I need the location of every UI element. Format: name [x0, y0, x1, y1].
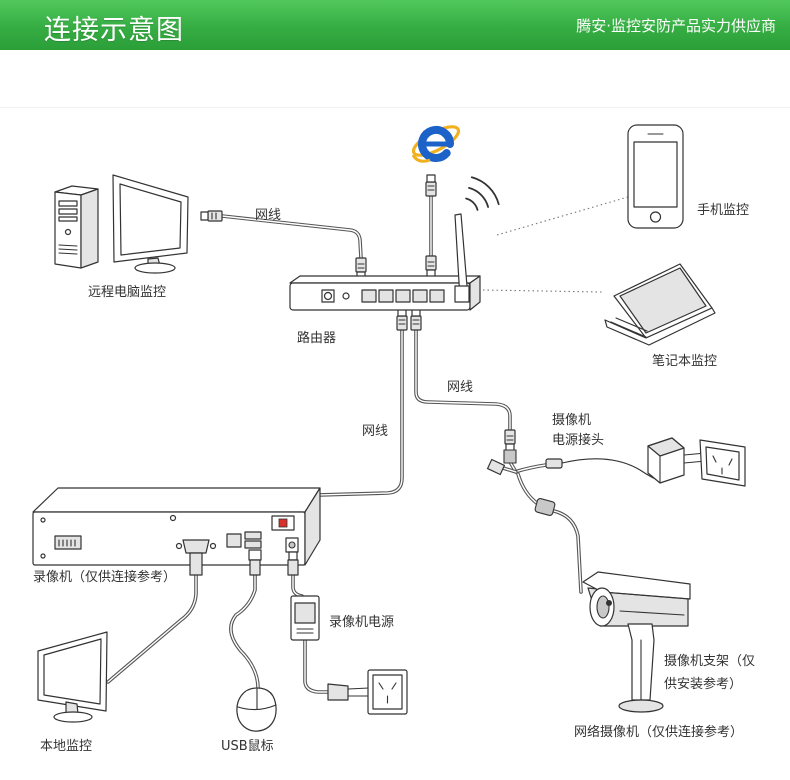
label-usb-mouse: USB鼠标 — [221, 739, 274, 754]
nvr-port-plugs — [189, 549, 299, 576]
label-phone: 手机监控 — [697, 203, 750, 218]
wireless-link-phone — [496, 196, 629, 236]
usb-mouse-icon — [236, 687, 277, 732]
camera-power-connector — [486, 449, 563, 516]
label-camera-cable: 网线 — [447, 380, 474, 395]
header-divider — [0, 107, 790, 108]
ip-camera-icon — [582, 571, 691, 627]
laptop-icon — [604, 263, 716, 346]
smartphone-icon — [627, 124, 684, 229]
monitor-icon — [112, 174, 189, 274]
camera-bracket-icon — [618, 623, 664, 713]
header-bar: 连接示意图 腾安·监控安防产品实力供应商 — [0, 0, 790, 50]
brand-subtitle: 腾安·监控安防产品实力供应商 — [576, 17, 776, 35]
label-nvr-power: 录像机电源 — [329, 615, 395, 630]
label-nvr-cable: 网线 — [362, 424, 389, 439]
router-icon — [289, 213, 481, 311]
label-ip-camera: 网络摄像机（仅供连接参考） — [574, 725, 744, 740]
label-remote-pc: 远程电脑监控 — [88, 285, 167, 300]
camera-power-adapter-icon — [647, 437, 707, 484]
network-cable-remote — [220, 214, 363, 260]
label-laptop: 笔记本监控 — [652, 354, 718, 369]
desktop-pc-icon — [54, 185, 99, 269]
label-local-monitor: 本地监控 — [40, 739, 93, 754]
label-bracket-line2: 供安装参考） — [664, 677, 743, 692]
wireless-link-laptop — [482, 289, 603, 293]
vga-cable — [106, 573, 198, 684]
label-camera-power-line1: 摄像机 — [552, 413, 592, 428]
nvr-recorder-icon — [32, 487, 321, 566]
rj45-plugs — [200, 174, 516, 539]
wall-socket-icon — [367, 669, 408, 715]
power-adapter-icon — [290, 595, 370, 701]
page-title: 连接示意图 — [44, 15, 184, 46]
label-bracket-line1: 摄像机支架（仅 — [664, 654, 756, 669]
local-monitor-icon — [37, 631, 108, 723]
label-camera-power-line2: 电源接头 — [552, 433, 605, 448]
label-router: 路由器 — [297, 331, 337, 346]
label-nvr: 录像机（仅供连接参考） — [33, 570, 177, 585]
wifi-signal-icon — [465, 176, 500, 211]
ie-browser-icon — [411, 125, 461, 163]
usb-cable — [229, 573, 260, 690]
label-remote-cable: 网线 — [255, 208, 282, 223]
camera-tail-cables — [501, 458, 663, 594]
camera-wall-socket-icon — [699, 439, 746, 487]
